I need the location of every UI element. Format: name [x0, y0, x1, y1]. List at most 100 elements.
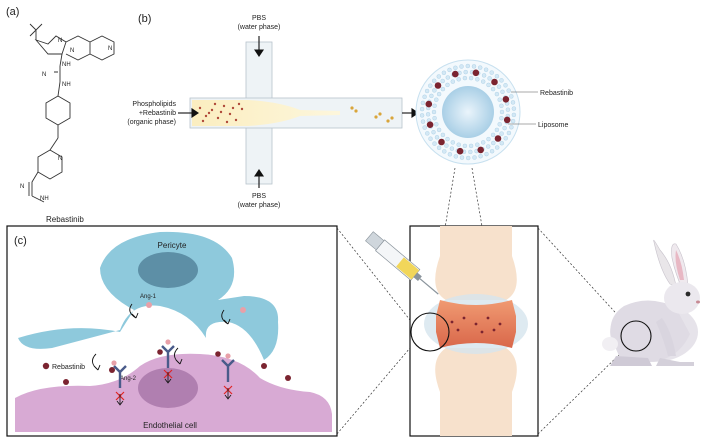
lipid-head — [490, 86, 496, 92]
lipid-head — [509, 124, 514, 130]
lipid-head — [447, 67, 452, 73]
liposome-label: Liposome — [538, 122, 568, 129]
lipid-head — [495, 145, 500, 150]
lipid-head — [486, 82, 491, 88]
lipid-head — [450, 140, 455, 145]
liposome-drug-dot — [426, 121, 434, 128]
panel-label-a: (a) — [6, 6, 19, 18]
liposome-drug-dot — [491, 78, 498, 86]
lipid-head — [499, 78, 504, 83]
zoom-lines-rabbit — [537, 227, 625, 435]
arrow-head — [191, 107, 199, 119]
arrow-head — [411, 107, 419, 119]
zoom-lines-cell — [336, 227, 411, 435]
arrow-head — [253, 169, 265, 177]
lipid-head — [499, 109, 505, 115]
lipid-head — [481, 79, 486, 84]
intra-articular-liposomes — [450, 316, 502, 334]
lipid-head — [463, 69, 468, 75]
lipid-head — [432, 115, 437, 121]
lipid-head — [447, 152, 453, 157]
pbs-bottom-sublabel: (water phase) — [238, 202, 281, 209]
lipid-head — [484, 151, 489, 157]
lipid-head — [511, 112, 517, 118]
liposome-drug-dot — [434, 82, 442, 89]
pericyte-nucleus — [138, 252, 198, 288]
lipid-head — [497, 122, 502, 127]
lipid-head — [475, 142, 480, 147]
rabbit-foreleg — [656, 318, 676, 356]
curved-arrow — [92, 353, 101, 371]
lipid-head — [440, 132, 446, 138]
lipid-head — [445, 82, 450, 88]
liposome-core — [442, 86, 494, 138]
lipid-head — [429, 93, 434, 99]
lipid-head — [502, 125, 507, 131]
lipid-head — [486, 136, 491, 142]
atom-label: N — [42, 72, 46, 78]
lipid-head — [468, 143, 474, 149]
ang1-ligand — [240, 307, 246, 313]
lipid-head — [420, 100, 426, 106]
lipid-head — [434, 135, 440, 140]
lipid-head — [434, 122, 439, 127]
receptor-2 — [161, 339, 175, 384]
atom-label: NH — [62, 82, 71, 88]
organic-label-3: (organic phase) — [127, 119, 176, 126]
lipid-head — [487, 76, 492, 81]
lipid-head — [478, 65, 483, 70]
lipid-head — [499, 131, 504, 136]
lipid-head — [434, 97, 439, 102]
liposome-drug-dot — [503, 116, 511, 124]
lipid-head — [441, 70, 447, 76]
amide-bonds — [28, 171, 45, 203]
lipid-head — [499, 103, 504, 109]
syringe-fluid — [396, 257, 420, 280]
lipid-head — [425, 112, 431, 117]
atom-label: N — [70, 48, 74, 54]
lipid-head — [449, 146, 455, 151]
lipid-head — [468, 75, 474, 81]
lipid-head — [478, 153, 483, 159]
lipid-head — [459, 64, 464, 69]
rabbit-front-paw — [656, 358, 694, 366]
compound-name: Rebastinib — [46, 215, 84, 224]
lipid-head — [450, 79, 455, 84]
lipid-head — [489, 70, 494, 75]
lipid-head — [506, 130, 512, 136]
lipid-head — [497, 97, 502, 102]
lipid-head — [489, 148, 495, 154]
rabbit-hind-paw — [610, 356, 652, 366]
liposome-drug-dot — [438, 138, 445, 146]
panel-label-b: (b) — [138, 13, 151, 25]
lipid-head — [440, 86, 446, 92]
liposome-drug-dot — [494, 135, 502, 142]
lipid-head — [442, 149, 447, 154]
receptor-3 — [221, 353, 235, 400]
lipid-head — [456, 77, 461, 82]
atom-label: N — [108, 46, 112, 52]
tie2-receptors — [111, 339, 235, 406]
rabbit-ear-inner — [675, 250, 684, 280]
lipid-head — [453, 65, 458, 71]
endothelial-label: Endothelial cell — [143, 421, 197, 430]
zoom-circle-rabbit-knee — [620, 320, 652, 352]
zoom-circle-joint — [410, 312, 450, 352]
lipid-head — [511, 106, 517, 111]
atom-label: N — [58, 156, 62, 162]
curved-arrow — [129, 303, 139, 319]
lipid-head — [431, 109, 437, 115]
lipid-head — [475, 77, 480, 82]
rabbit-ear-back — [653, 239, 677, 287]
lipid-head — [491, 140, 496, 146]
rebastinib-structure — [28, 23, 115, 203]
lipid-head — [494, 73, 500, 79]
lipid-head — [462, 75, 468, 81]
free-rebastinib — [42, 349, 291, 385]
lipid-head — [481, 73, 487, 78]
atom-label: NH — [40, 196, 49, 202]
liposome-drug-dot — [456, 147, 464, 155]
liposome — [415, 59, 521, 165]
